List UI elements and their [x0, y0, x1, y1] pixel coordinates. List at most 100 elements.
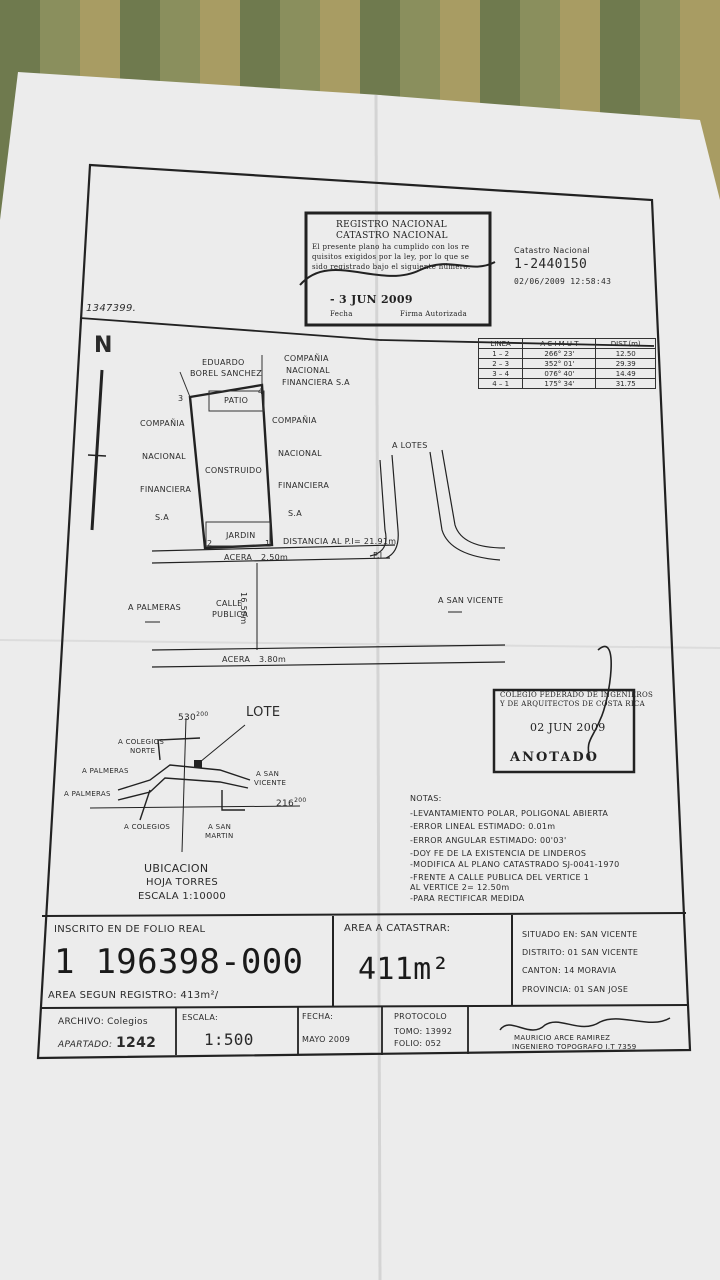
registro-signature — [299, 261, 496, 286]
catastro-number: 1-2440150 — [514, 257, 588, 272]
patio-area — [208, 390, 265, 412]
coord-line-horizontal — [89, 805, 301, 809]
table-cell: 14.49 — [595, 368, 656, 379]
ubicacion-title: UBICACION — [144, 862, 209, 875]
acera-top-width: 2.50m — [261, 553, 289, 562]
lot-leader-line — [199, 724, 246, 763]
nota-item: -DOY FE DE LA EXISTENCIA DE LINDEROS — [410, 849, 587, 858]
escala-value: 1:500 — [204, 1030, 254, 1049]
coord-line-vertical — [181, 717, 187, 853]
table-row: 2 – 3 352° 01' 29.39 — [477, 358, 656, 369]
paper-fold-vertical — [374, 94, 382, 1280]
map-label: VICENTE — [254, 779, 287, 787]
map-label: A SAN — [208, 823, 232, 831]
location-road-martin — [221, 790, 245, 811]
table-cell: 175° 34' — [522, 378, 597, 389]
table-cell: 4 – 1 — [477, 378, 524, 389]
vertex-3: 3 — [178, 394, 184, 403]
vertex-2: 2 — [207, 539, 213, 548]
table-cell: 1 – 2 — [477, 348, 524, 359]
catastro-datetime: 02/06/2009 12:58:43 — [514, 277, 612, 286]
engineer-name: MAURICIO ARCE RAMIREZ — [514, 1034, 611, 1042]
table-cell: 2 – 3 — [477, 358, 524, 369]
registro-subtitle: CATASTRO NACIONAL — [336, 231, 448, 241]
registro-text: El presente plano ha cumplido con los re — [312, 243, 470, 251]
nota-item: -FRENTE A CALLE PUBLICA DEL VERTICE 1 — [410, 873, 590, 882]
owner-top-label: BOREL SANCHEZ — [190, 369, 262, 378]
anotado-label: ANOTADO — [510, 750, 599, 765]
escala-map-label: ESCALA 1:10000 — [138, 891, 227, 902]
location-road — [117, 764, 251, 791]
cia-top-label: FINANCIERA S.A — [282, 378, 350, 387]
title-block-middle — [39, 1004, 689, 1009]
table-header: LINEA — [477, 338, 524, 349]
table-cell: 31.75 — [595, 378, 656, 389]
canton-label: CANTON: 14 MORAVIA — [522, 966, 617, 975]
neighbor-boundary-line — [179, 371, 191, 398]
fecha-label: FECHA: — [302, 1012, 334, 1021]
right-neighbor-label: NACIONAL — [278, 449, 322, 458]
a-palmeras-label: A PALMERAS — [128, 603, 181, 612]
road-edge-top — [151, 557, 391, 564]
cia-top-label: NACIONAL — [286, 366, 330, 375]
lotes-road-left — [369, 459, 387, 557]
calle-width: 16.50m — [239, 592, 248, 625]
left-neighbor-label: S.A — [155, 513, 169, 522]
lotes-road-right — [429, 451, 501, 561]
table-cell: 076° 40' — [522, 368, 597, 379]
registro-fecha-label: Fecha — [330, 310, 353, 318]
area-registro: AREA SEGUN REGISTRO: 413m²/ — [48, 990, 219, 1001]
lines-azimuth-table: LINEA A C I M U T DIST.(m) 1 – 2 266° 23… — [477, 338, 656, 389]
right-neighbor-label: S.A — [288, 509, 302, 518]
publica-label: PUBLICA — [212, 610, 249, 619]
nota-item: -ERROR ANGULAR ESTIMADO: 00'03' — [410, 836, 567, 845]
engineer-signature — [499, 1017, 671, 1031]
jardin-label: JARDIN — [226, 531, 256, 540]
catastro-label: Catastro Nacional — [514, 246, 591, 255]
patio-label: PATIO — [224, 396, 249, 405]
engineer-title: INGENIERO TOPOGRAFO I.T 7359 — [512, 1043, 637, 1051]
road-edge-bottom — [151, 644, 506, 651]
left-neighbor-label: COMPAÑIA — [140, 419, 185, 428]
nota-item: -LEVANTAMIENTO POLAR, POLIGONAL ABIERTA — [410, 809, 609, 818]
map-label: A COLEGIOS — [124, 823, 171, 831]
map-label: A COLEGIOS — [118, 738, 165, 746]
registro-date: - 3 JUN 2009 — [330, 293, 413, 306]
distrito-label: DISTRITO: 01 SAN VICENTE — [522, 948, 639, 957]
acera-line-top — [151, 544, 396, 552]
lot-marker — [194, 760, 202, 768]
vertex-1: 1 — [265, 539, 271, 548]
title-block-top — [41, 912, 687, 917]
location-road-edge — [117, 777, 249, 801]
notas-title: NOTAS: — [410, 794, 442, 803]
table-row: 4 – 1 175° 34' 31.75 — [477, 378, 656, 389]
table-cell: 29.39 — [595, 358, 656, 369]
apartado-value: 1242 — [116, 1035, 157, 1051]
lotes-road-left-inner — [385, 454, 399, 559]
folio-real-number: 1 196398-000 — [54, 942, 304, 982]
registro-firma-label: Firma Autorizada — [400, 310, 467, 318]
drawing-frame — [36, 163, 692, 1060]
pi-label: P.I — [373, 551, 383, 560]
coord-y: 216200 — [276, 797, 307, 809]
archivo-label: ARCHIVO: Colegios — [58, 1017, 148, 1027]
apartado-label: APARTADO: — [58, 1040, 113, 1050]
paper-fold-horizontal — [0, 639, 720, 649]
area-catastrar-label: AREA A CATASTRAR: — [344, 923, 451, 934]
north-arrow-line — [90, 369, 104, 531]
north-label: N — [94, 333, 113, 358]
nota-item: AL VERTICE 2= 12.50m — [410, 883, 510, 892]
location-road-north — [157, 737, 201, 761]
acera-bottom-width: 3.80m — [259, 655, 287, 664]
map-label: A SAN — [256, 770, 280, 778]
folio-value: FOLIO: 052 — [394, 1039, 442, 1048]
area-catastrar-value: 411m² — [358, 952, 450, 987]
registro-text: quisitos exigidos por la ley, por lo que… — [312, 253, 470, 261]
construido-label: CONSTRUIDO — [205, 466, 263, 475]
north-arrow-tick — [87, 454, 107, 457]
table-header: A C I M U T — [522, 338, 597, 349]
fecha-value: MAYO 2009 — [302, 1035, 351, 1044]
registro-stamp-frame — [304, 211, 492, 327]
table-cell: 12.50 — [595, 348, 656, 359]
distancia-label: DISTANCIA AL P.I= 21.91m — [283, 537, 397, 546]
